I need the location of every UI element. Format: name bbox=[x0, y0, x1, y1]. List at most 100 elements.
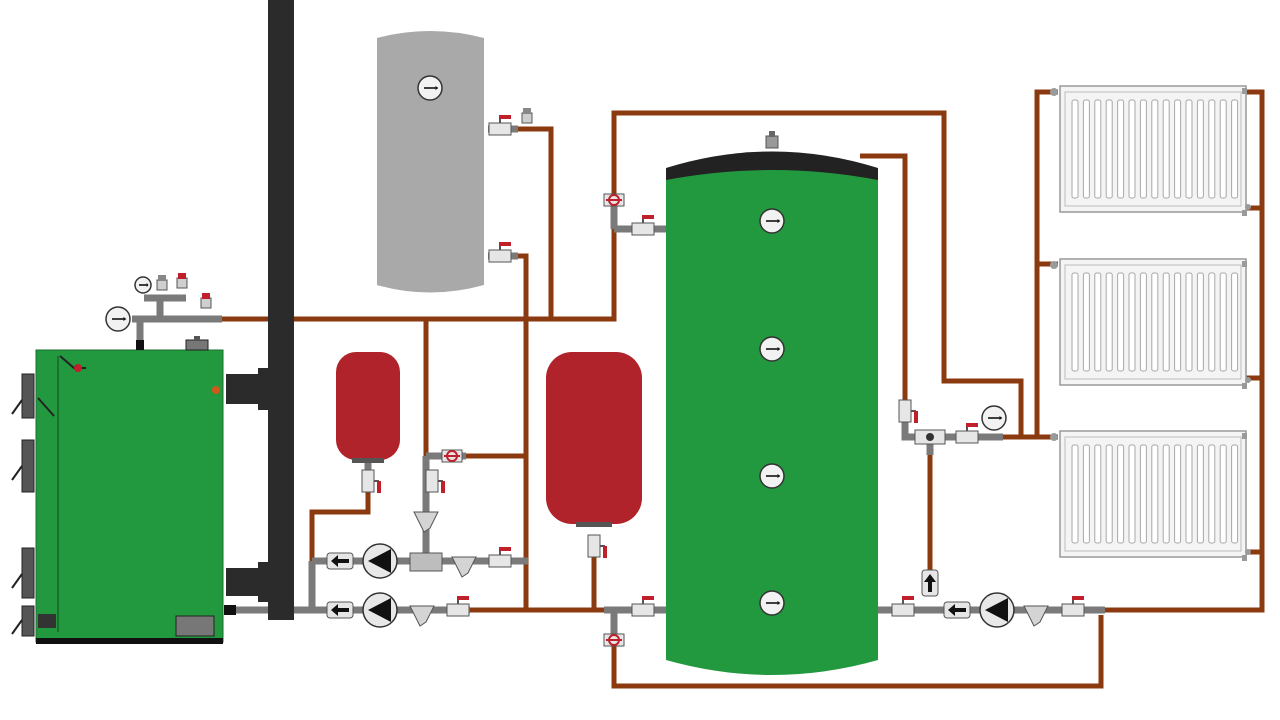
valve-handle bbox=[499, 547, 511, 551]
buffer-top-outlet-pipe bbox=[860, 153, 908, 400]
y-strainer-icon bbox=[409, 605, 435, 627]
mixing-riser-pipe bbox=[423, 319, 526, 459]
boiler-top-outlet bbox=[136, 340, 144, 350]
buffer-air-vent bbox=[765, 135, 779, 149]
radiator-fin bbox=[1139, 99, 1147, 199]
valve-handle bbox=[377, 481, 381, 493]
boiler-body bbox=[35, 349, 224, 643]
valve-body bbox=[1061, 603, 1085, 617]
dhw-coil-lower-pipe bbox=[512, 253, 529, 610]
radiator-fin bbox=[1105, 99, 1113, 199]
thermometer-icon bbox=[759, 463, 785, 489]
radiator-fin bbox=[1174, 99, 1182, 199]
vent-cap bbox=[158, 275, 166, 281]
ball-valve-icon bbox=[488, 547, 512, 568]
strainer-body bbox=[409, 605, 435, 627]
radiator-fin bbox=[1082, 272, 1090, 372]
air-vent-icon bbox=[200, 293, 212, 309]
thermometer-needle-tip bbox=[777, 601, 781, 605]
boiler-handle-2 bbox=[11, 465, 23, 481]
ball-valve-icon bbox=[425, 469, 445, 493]
vent-body bbox=[176, 277, 188, 289]
radiator-fin bbox=[1094, 444, 1102, 544]
vent-body bbox=[156, 279, 168, 291]
expansion-vessel-small bbox=[336, 352, 400, 463]
boiler-door-ash bbox=[21, 605, 35, 637]
valve-handle bbox=[499, 115, 511, 119]
ball-valve-icon bbox=[1061, 596, 1085, 617]
circulation-pump-icon bbox=[362, 543, 398, 579]
radiator-fin bbox=[1185, 99, 1193, 199]
air-vent-group bbox=[156, 108, 533, 309]
check-valve-arrow bbox=[924, 574, 936, 592]
vent-body bbox=[521, 112, 533, 124]
circulation-pump-icon bbox=[979, 592, 1015, 628]
radiator-fin bbox=[1151, 272, 1159, 372]
boiler-lever bbox=[37, 397, 55, 417]
expansion-link-pipe bbox=[309, 490, 371, 561]
vent-body bbox=[200, 297, 212, 309]
thermometer-icon bbox=[417, 75, 443, 101]
circulation-pump-icon bbox=[362, 592, 398, 628]
ball-valve-icon bbox=[441, 449, 463, 463]
radiator-bleed-valve bbox=[1242, 88, 1247, 94]
thermometer-icon bbox=[981, 405, 1007, 431]
boiler-ash-panel bbox=[175, 615, 215, 637]
boiler-bottom-connector bbox=[224, 605, 236, 615]
valve-body bbox=[587, 534, 601, 558]
radiator-fin bbox=[1117, 99, 1125, 199]
ball-valve-icon bbox=[891, 596, 915, 617]
chimney-upper-collar bbox=[258, 368, 272, 410]
radiator-fin bbox=[1151, 444, 1159, 544]
radiator-inlet-valve bbox=[1050, 261, 1058, 269]
radiator-fin bbox=[1208, 272, 1216, 372]
thermometer-icon bbox=[759, 336, 785, 362]
thermometer-icon bbox=[105, 306, 131, 332]
thermometer-needle-tip bbox=[999, 416, 1003, 420]
radiator-fin bbox=[1094, 99, 1102, 199]
strainer-body bbox=[451, 556, 477, 578]
boiler-handle-3 bbox=[11, 573, 23, 589]
boiler-top-fitting-cap bbox=[194, 336, 200, 341]
air-vent-icon bbox=[156, 275, 168, 291]
ball-valve-icon bbox=[898, 399, 918, 423]
radiator-inner-frame bbox=[1064, 91, 1242, 207]
valve-handle bbox=[457, 596, 469, 600]
valve-group bbox=[361, 115, 1085, 647]
ball-valve-icon bbox=[446, 596, 470, 617]
radiator-fin bbox=[1231, 99, 1239, 199]
radiator-bleed-valve bbox=[1242, 433, 1247, 439]
valve-body bbox=[488, 122, 512, 136]
radiator-fin bbox=[1162, 272, 1170, 372]
solid-fuel-boiler bbox=[11, 336, 224, 644]
buffer-air-vent-cap bbox=[769, 131, 775, 137]
valve-body bbox=[361, 469, 375, 493]
dhw-tank-body bbox=[377, 31, 484, 293]
boiler-control-box bbox=[38, 614, 56, 628]
radiator-fin bbox=[1071, 444, 1079, 544]
air-vent-icon bbox=[176, 273, 188, 289]
radiator-fin bbox=[1174, 444, 1182, 544]
valve-body bbox=[488, 554, 512, 568]
radiator-inner-frame bbox=[1064, 436, 1242, 552]
radiator-fin bbox=[1105, 444, 1113, 544]
radiator-fin bbox=[1231, 444, 1239, 544]
valve-body bbox=[631, 222, 655, 236]
radiator-fin bbox=[1151, 99, 1159, 199]
heat-accumulator bbox=[666, 131, 878, 675]
bottom-loop-pipe bbox=[611, 615, 1104, 689]
radiator-fin bbox=[1094, 272, 1102, 372]
radiator-foot bbox=[1242, 555, 1247, 561]
strainer-group bbox=[409, 511, 1049, 627]
strainer-body bbox=[1023, 605, 1049, 627]
thermometer-needle-tip bbox=[777, 219, 781, 223]
radiator-foot bbox=[1242, 383, 1247, 389]
y-strainer-icon bbox=[451, 556, 477, 578]
pump-direction-arrow bbox=[368, 549, 391, 573]
thermometer-needle-tip bbox=[123, 317, 127, 321]
mixing-valve-center bbox=[926, 433, 934, 441]
boiler-indicator-light bbox=[74, 364, 82, 372]
boiler-door-lower bbox=[21, 547, 35, 599]
